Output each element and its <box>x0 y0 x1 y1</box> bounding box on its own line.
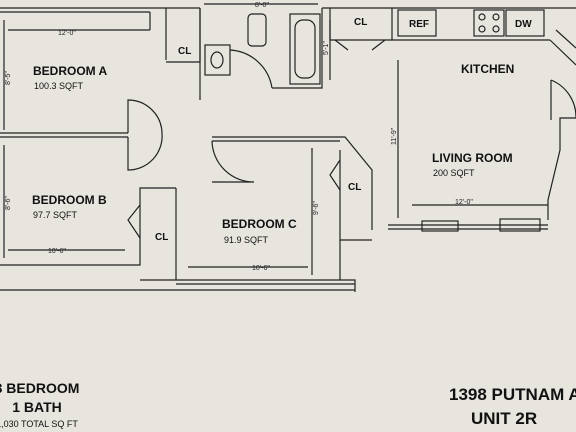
dim-bedroom-c-width: 10'-6" <box>252 265 270 272</box>
ref-label: REF <box>409 19 429 30</box>
unit-summary: 3 BEDROOM 1 BATH 1,030 TOTAL SQ FT <box>0 379 82 431</box>
dim-bedroom-b-width: 10'-6" <box>48 248 66 255</box>
window <box>499 218 541 232</box>
room-area-bedroom-c: 91.9 SQFT <box>224 235 269 245</box>
stove-burner <box>492 13 500 21</box>
bedroom-c-door <box>211 140 255 183</box>
dim-living-width: 12'-0" <box>455 199 473 206</box>
bedroom-c-top-wall <box>212 136 373 230</box>
closet-label: CL <box>155 232 168 243</box>
bedroom-a-closet-wall <box>149 8 167 60</box>
dim-bath-width: 8'-0" <box>255 2 269 9</box>
dim-bedroom-c-depth: 9'-6" <box>313 201 320 215</box>
kitchen-angle-counter <box>549 29 576 66</box>
dim-bedroom-a-width: 12'-0" <box>58 30 76 37</box>
bedroom-b-walls <box>0 187 176 266</box>
stove <box>473 9 505 37</box>
room-name-bedroom-c: BEDROOM C <box>222 217 297 231</box>
closet-c-door <box>329 159 341 191</box>
bath-walls <box>199 8 323 100</box>
closet-label: CL <box>354 17 367 28</box>
address-block: 1398 PUTNAM AVE UNIT 2R <box>449 383 576 431</box>
kitchen-counter <box>391 8 550 41</box>
window <box>421 220 459 232</box>
room-area-living-room: 200 SQFT <box>433 168 475 178</box>
bedroom-b-door <box>127 132 163 171</box>
bedroom-c-bottom-wall <box>176 279 356 292</box>
room-name-bedroom-a: BEDROOM A <box>33 64 108 78</box>
dim-living-depth: 11'-9" <box>391 127 398 145</box>
room-name-bedroom-b: BEDROOM B <box>32 193 107 207</box>
dishwasher <box>505 9 545 37</box>
stove-burner <box>492 25 500 33</box>
dw-label: DW <box>515 19 532 30</box>
entry-door-swing <box>550 79 576 120</box>
room-name-kitchen: KITCHEN <box>461 62 514 76</box>
sink-bowl <box>210 51 224 69</box>
total-sqft: 1,030 TOTAL SQ FT <box>0 419 78 429</box>
room-name-living-room: LIVING ROOM <box>432 151 513 165</box>
closet-label: CL <box>178 46 191 57</box>
dim-bedroom-a-depth: 8'-5" <box>5 71 12 85</box>
address-line: 1398 PUTNAM AVE <box>449 385 576 404</box>
bedroom-a-bottom-wall <box>0 132 128 138</box>
bath-sink <box>204 44 231 76</box>
bedroom-count: 3 BEDROOM <box>0 380 80 396</box>
toilet <box>247 13 267 47</box>
closet-label: CL <box>348 182 361 193</box>
stove-burner <box>478 13 486 21</box>
bath-door-swing <box>229 49 273 89</box>
room-area-bedroom-a: 100.3 SQFT <box>34 81 84 91</box>
bathtub-inner <box>294 19 316 79</box>
stove-burner <box>478 25 486 33</box>
closet-b-door <box>127 204 141 239</box>
room-area-bedroom-b: 97.7 SQFT <box>33 210 78 220</box>
dim-bedroom-b-depth: 8'-6" <box>5 196 12 210</box>
living-right-wall <box>547 117 576 220</box>
bath-count: 1 BATH <box>12 399 62 415</box>
unit-number: UNIT 2R <box>471 409 538 428</box>
bedroom-a-door <box>127 99 163 134</box>
dim-bath-depth: 5'-1" <box>323 41 330 55</box>
refrigerator <box>397 9 437 37</box>
bathtub <box>289 13 321 85</box>
closet-kitchen-doors <box>334 39 386 51</box>
